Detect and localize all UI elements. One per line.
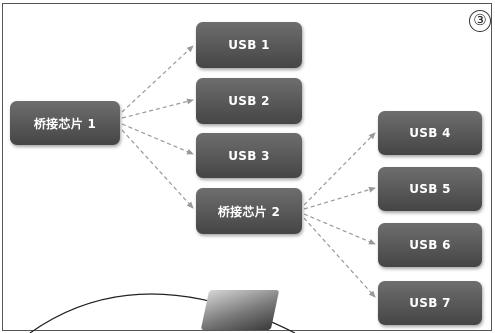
- node-usb3: USB 3: [196, 133, 302, 178]
- arrow-bridge1-usb1: [121, 45, 194, 113]
- node-usb2: USB 2: [196, 78, 302, 124]
- figure-number-badge: ③: [469, 10, 491, 32]
- arrow-bridge2-usb5: [303, 186, 376, 210]
- arrow-bridge2-usb7: [303, 217, 376, 298]
- node-usb4: USB 4: [378, 111, 482, 155]
- arrow-bridge1-usb3: [121, 123, 194, 155]
- node-usb1: USB 1: [196, 22, 302, 68]
- node-bridge1: 桥接芯片 1: [10, 101, 120, 145]
- node-usb5: USB 5: [378, 167, 482, 211]
- arrow-bridge1-usb2: [121, 98, 194, 119]
- device-photo-fragment: [200, 290, 280, 330]
- arrow-bridge2-usb6: [303, 213, 376, 245]
- diagram-frame: [2, 3, 492, 331]
- node-usb6: USB 6: [378, 223, 482, 267]
- node-usb7: USB 7: [378, 281, 482, 325]
- arrow-bridge2-usb4: [303, 132, 376, 206]
- node-bridge2: 桥接芯片 2: [196, 188, 302, 234]
- arrow-bridge1-bridge2: [121, 129, 194, 209]
